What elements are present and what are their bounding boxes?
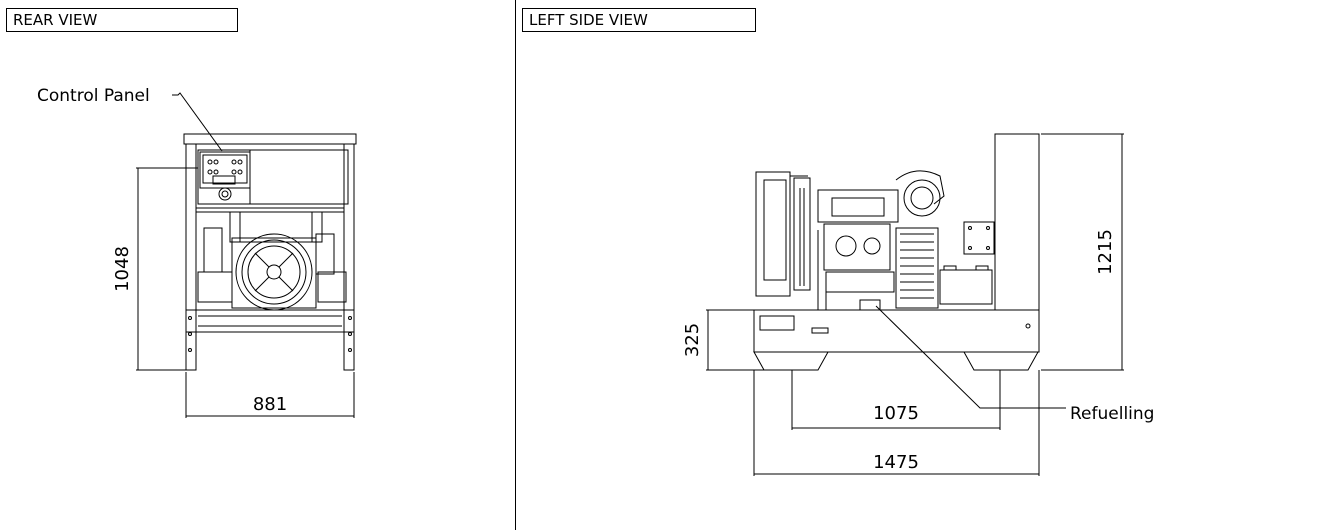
- side-height-dimension: 1215: [1095, 229, 1116, 275]
- skid-spacing-dimension: 1075: [873, 403, 919, 424]
- radiator-fan: [231, 233, 317, 311]
- overall-length-dimension: 1475: [873, 452, 919, 473]
- rear-view-drawing: [136, 92, 357, 418]
- rear-view-title: REAR VIEW: [6, 8, 238, 32]
- alternator: [895, 227, 939, 309]
- side-view-title: LEFT SIDE VIEW: [522, 8, 756, 32]
- rear-width-dimension: 881: [253, 394, 287, 415]
- control-panel-label: Control Panel: [37, 86, 150, 106]
- side-view-drawing: [706, 133, 1124, 476]
- refuelling-label: Refuelling: [1070, 404, 1154, 424]
- view-divider: [515, 0, 516, 530]
- rear-height-dimension: 1048: [112, 246, 133, 292]
- control-panel: [197, 149, 349, 205]
- base-height-dimension: 325: [682, 323, 703, 357]
